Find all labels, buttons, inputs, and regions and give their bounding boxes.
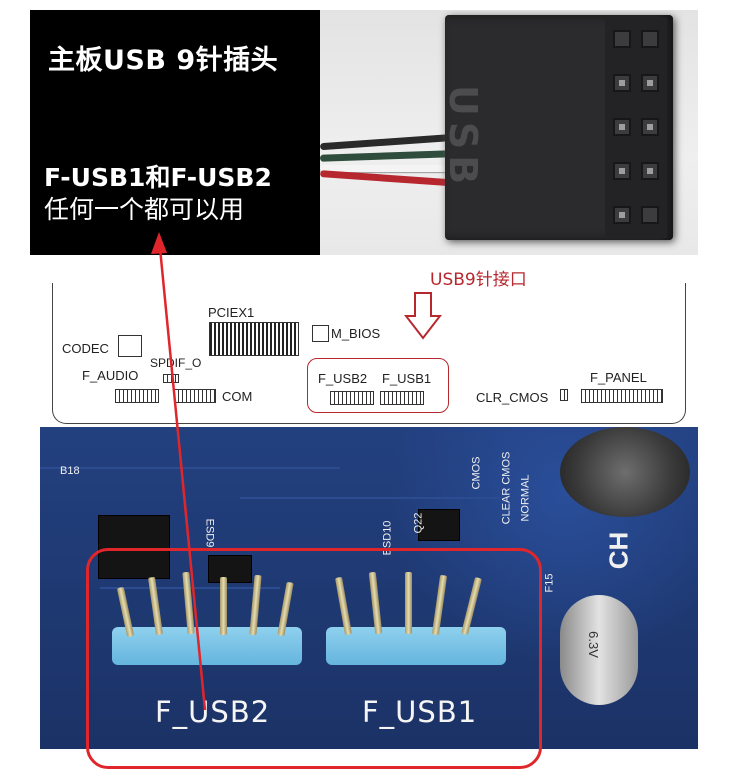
com-header <box>174 389 216 403</box>
pin-hole <box>613 74 631 92</box>
pin-hole <box>641 30 659 48</box>
pcb-transistor <box>208 555 252 583</box>
pin-hole <box>641 118 659 136</box>
wire-white <box>320 165 485 172</box>
f-usb1-diagram-header <box>380 391 424 405</box>
capacitor-label: 6.3V <box>585 631 601 658</box>
codec-label: CODEC <box>62 341 109 356</box>
pcb-f-usb1-label: F_USB1 <box>362 695 478 729</box>
spdif-header <box>163 374 179 383</box>
pin-hole <box>613 162 631 180</box>
usb-headers-red-highlight <box>86 548 542 769</box>
pin-hole <box>613 206 631 224</box>
f-audio-label: F_AUDIO <box>82 368 139 383</box>
spdif-label: SPDIF_O <box>150 356 202 370</box>
f-panel-label: F_PANEL <box>590 370 647 385</box>
caption-title: 主板USB 9针插头 <box>48 45 279 76</box>
f-usb1-pin-header <box>326 627 506 665</box>
caption-box: 主板USB 9针插头 F-USB1和F-USB2 任何一个都可以用 <box>30 10 320 255</box>
silk-clear-cmos: CLEAR CMOS <box>500 451 513 525</box>
m-bios-label: M_BIOS <box>331 326 381 341</box>
down-arrow-icon <box>404 292 442 340</box>
motherboard-diagram-frame <box>52 283 686 424</box>
codec-chip <box>118 335 142 357</box>
usb9-port-label: USB9针接口 <box>430 270 527 290</box>
com-label: COM <box>222 389 253 404</box>
pin-hole <box>613 118 631 136</box>
silk-ch: CH <box>603 531 634 570</box>
silk-esd9: ESD9 <box>203 518 216 548</box>
usb-connector-photo: USB <box>320 10 698 255</box>
f-usb2-diagram-header <box>330 391 374 405</box>
silk-cmos: CMOS <box>470 456 483 490</box>
connector-pin-face <box>605 18 667 238</box>
pciex1-slot <box>209 322 299 356</box>
f-audio-header <box>115 389 159 403</box>
f-panel-header <box>581 389 663 403</box>
pin-hole <box>641 74 659 92</box>
usb-headers-highlight <box>307 358 449 413</box>
pciex1-label: PCIEX1 <box>208 305 255 320</box>
silk-normal: NORMAL <box>519 474 532 522</box>
pin-hole <box>641 162 659 180</box>
caption-line1: F-USB1和F-USB2 <box>44 163 272 192</box>
silk-b18: B18 <box>60 465 80 477</box>
f-usb1-diagram-label: F_USB1 <box>382 371 432 386</box>
connector-usb-emboss: USB <box>441 85 485 191</box>
f-usb2-diagram-label: F_USB2 <box>318 371 368 386</box>
caption-line2: 任何一个都可以用 <box>44 195 245 224</box>
silk-f15: F15 <box>543 573 556 593</box>
pcb-capacitor <box>560 595 638 705</box>
silk-q22: Q22 <box>412 512 425 534</box>
pcb-heatsink <box>560 427 690 517</box>
clr-cmos-jumper <box>560 389 568 401</box>
f-usb2-pin-header <box>112 627 302 665</box>
m-bios-chip <box>312 325 329 342</box>
pin-hole <box>613 30 631 48</box>
pcb-ic-chip <box>98 515 170 579</box>
pin-hole <box>641 206 659 224</box>
pcb-ic-small <box>418 509 460 541</box>
clr-cmos-label: CLR_CMOS <box>476 390 549 405</box>
